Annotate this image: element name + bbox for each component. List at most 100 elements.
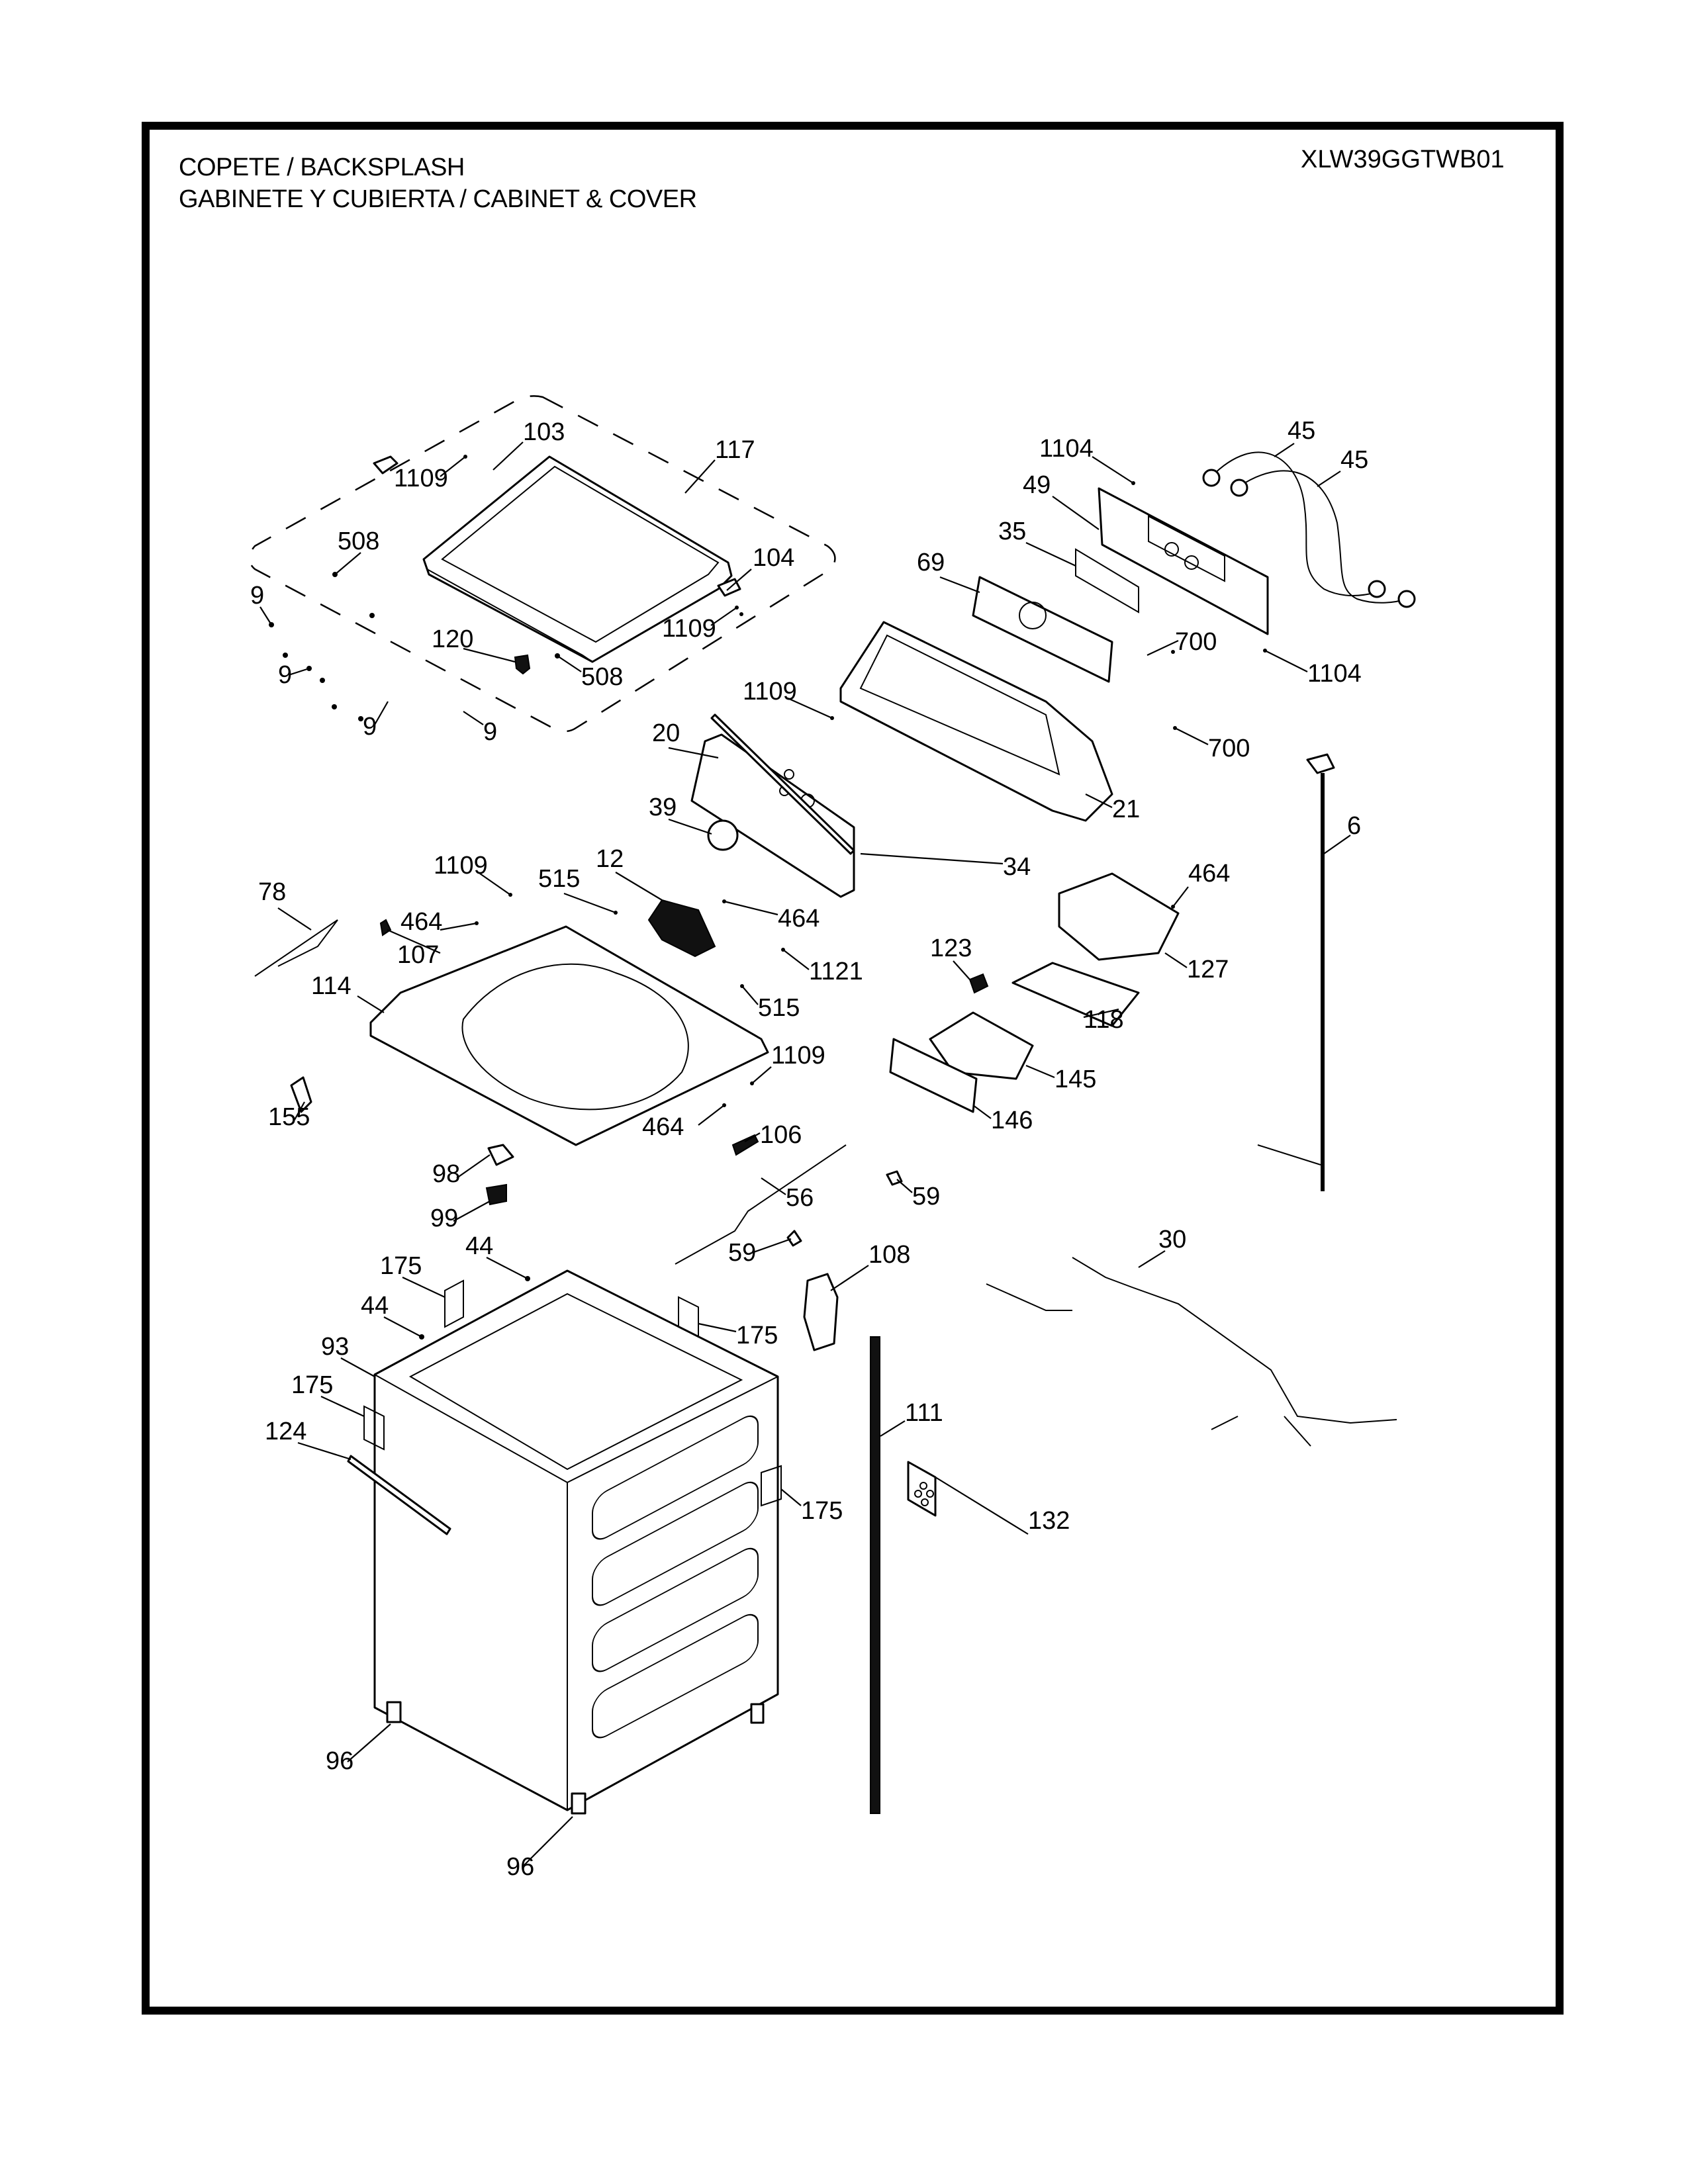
callout-label-1121: 1121 [809, 958, 863, 985]
callout-label-45: 45 [1288, 417, 1315, 445]
leader-line-9 [259, 606, 272, 625]
callout-label-6: 6 [1347, 812, 1361, 840]
bag-nut [926, 1490, 934, 1498]
leader-line-111 [880, 1420, 906, 1437]
screw-700-marker [1171, 650, 1175, 654]
callout-label-104: 104 [753, 544, 794, 572]
callout-label-508: 508 [581, 663, 623, 691]
callout-label-175: 175 [801, 1497, 843, 1525]
bag-nut [914, 1490, 922, 1498]
callout-label-515: 515 [538, 865, 580, 893]
callout-label-700: 700 [1208, 735, 1250, 762]
callout-label-96: 96 [506, 1853, 534, 1881]
leader-line-104 [726, 569, 752, 591]
top-cover-group [254, 872, 1180, 1156]
model-number: XLW39GGTWB01 [1301, 146, 1505, 173]
leader-line-700 [1147, 640, 1179, 656]
cabinet-panel-emboss [592, 1415, 759, 1540]
leader-line-464 [698, 1105, 725, 1126]
callout-label-114: 114 [311, 972, 352, 1000]
screw-9-marker [283, 653, 288, 658]
clip-59-part [786, 1230, 802, 1247]
cabinet-part [373, 1269, 779, 1811]
leader-line-175 [320, 1396, 365, 1417]
rear-cover-hole [1164, 542, 1179, 557]
leader-line-464 [1172, 886, 1189, 907]
callout-label-30: 30 [1158, 1226, 1186, 1253]
pressure-chamber-part [803, 1273, 839, 1351]
callout-label-20: 20 [652, 719, 680, 747]
hose-fitting [1397, 590, 1416, 608]
callout-label-1109: 1109 [394, 465, 448, 492]
callout-label-39: 39 [649, 794, 677, 821]
control-board-dial [1019, 602, 1047, 629]
callout-label-464: 464 [1188, 860, 1230, 887]
callout-label-117: 117 [715, 436, 755, 464]
leader-line-99 [453, 1201, 491, 1222]
callout-label-111: 111 [905, 1399, 943, 1427]
callout-label-35: 35 [998, 518, 1026, 545]
leader-line-59 [747, 1238, 792, 1255]
leader-line-45 [1274, 443, 1295, 457]
leader-line-96 [347, 1723, 391, 1762]
callout-label-1109: 1109 [743, 678, 797, 705]
callout-label-34: 34 [1003, 853, 1031, 881]
dispenser-tray-part [1011, 962, 1140, 1027]
leader-line-127 [1164, 952, 1188, 968]
leader-line-20 [668, 747, 719, 759]
callout-label-175: 175 [291, 1371, 333, 1399]
leader-line-78 [277, 907, 312, 931]
clip-59-part [886, 1170, 903, 1186]
main-harness-part [1072, 1257, 1397, 1424]
leader-line-118 [1083, 1008, 1119, 1019]
callout-label-145: 145 [1055, 1066, 1096, 1093]
callout-label-49: 49 [1023, 471, 1051, 499]
power-cord-plug-part [1306, 753, 1335, 774]
drawer-front-part [889, 1038, 978, 1113]
callout-label-1109: 1109 [434, 852, 488, 880]
leader-line-515 [563, 892, 616, 914]
lid-switch-part [379, 919, 392, 936]
dispenser-housing-part [1058, 872, 1180, 961]
label-175-part [363, 1405, 385, 1451]
callout-label-1104: 1104 [1307, 660, 1362, 688]
leader-line-508 [557, 655, 582, 672]
control-panel-overlay-part [690, 733, 855, 898]
leader-line-98 [456, 1154, 491, 1179]
leader-line-1121 [782, 949, 810, 970]
bag-nut [919, 1482, 927, 1490]
leader-line-117 [684, 459, 716, 494]
bag-nut [921, 1498, 929, 1506]
hose-fitting [1230, 478, 1248, 497]
leader-line-107 [387, 929, 441, 954]
leader-line-34 [860, 852, 1004, 865]
callout-label-1109: 1109 [662, 615, 716, 643]
leader-line-1104 [1092, 456, 1134, 484]
lid-assembly-dashed-boundary [248, 395, 836, 733]
leader-line-21 [1085, 794, 1113, 808]
callout-label-9: 9 [483, 718, 497, 746]
leader-line-700 [1174, 727, 1209, 745]
callout-label-515: 515 [758, 994, 800, 1022]
leader-line-508 [334, 552, 361, 575]
leader-line-30 [1138, 1250, 1166, 1268]
callout-label-1109: 1109 [771, 1042, 825, 1069]
leveling-leg-part [750, 1703, 765, 1724]
callout-label-464: 464 [400, 908, 442, 936]
leader-line-1109 [787, 697, 833, 719]
clip-98-part [487, 1144, 514, 1166]
callout-label-123: 123 [930, 934, 972, 962]
callout-label-44: 44 [361, 1292, 389, 1320]
overlay-hole [784, 769, 794, 780]
rear-cover-hole [1184, 555, 1199, 570]
callout-label-508: 508 [338, 527, 379, 555]
mid-parts-group [485, 1144, 903, 1351]
callout-label-96: 96 [326, 1747, 353, 1775]
lid-hinge-left-part [373, 455, 399, 475]
strip-124-part [347, 1455, 451, 1535]
power-cord-branch-part [1257, 1144, 1321, 1165]
callout-label-700: 700 [1175, 628, 1217, 656]
callout-label-9: 9 [250, 582, 264, 610]
leader-line-35 [1025, 542, 1076, 567]
